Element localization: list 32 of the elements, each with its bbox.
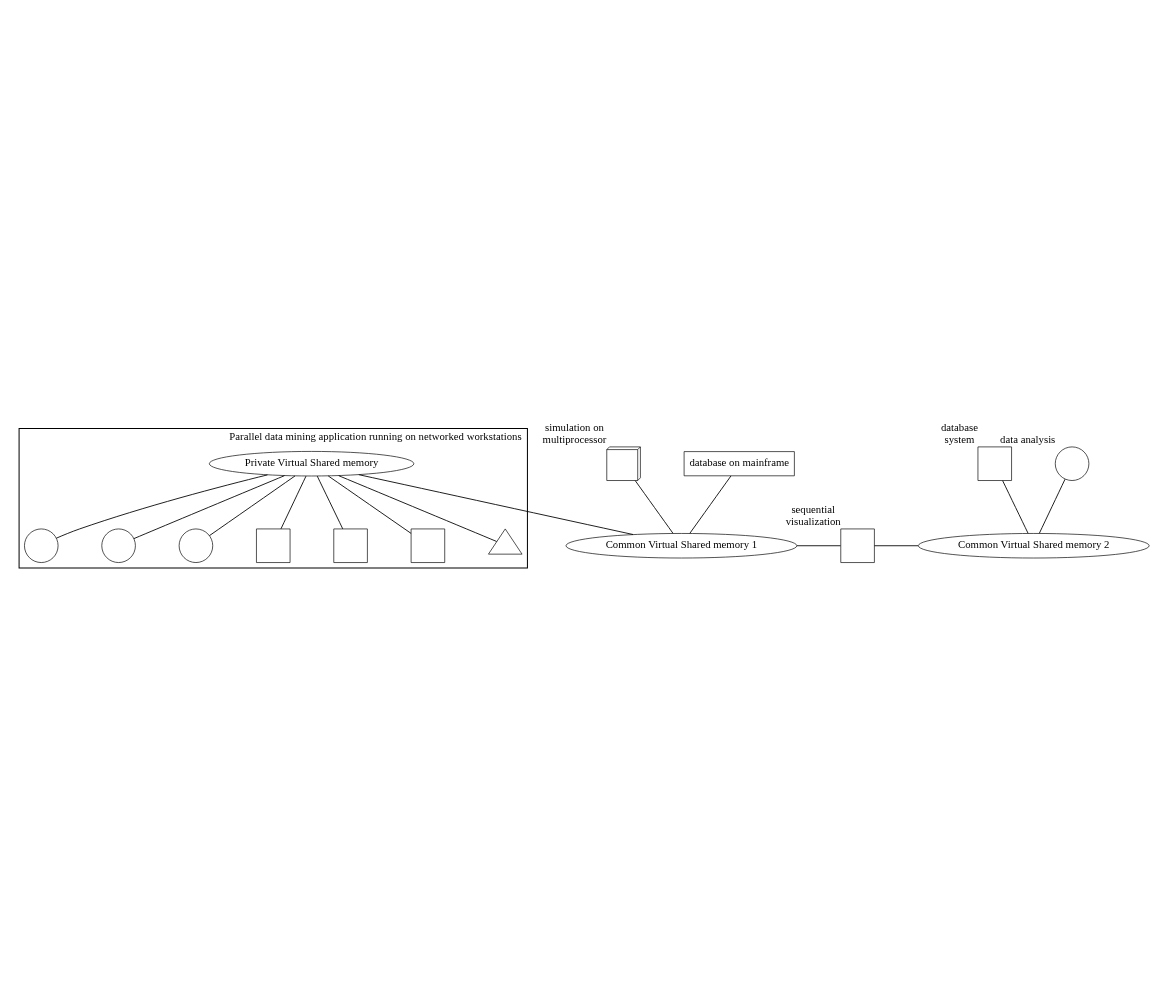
node-circle [178, 528, 214, 563]
node-label: data analysis [1000, 432, 1056, 445]
node-label: sequential visualization [785, 502, 841, 527]
connector [208, 475, 296, 536]
connector [338, 474, 498, 542]
connector [358, 473, 634, 535]
connector [874, 544, 919, 546]
connector [55, 473, 268, 539]
node-triangle [488, 528, 523, 554]
node-circle [1054, 446, 1090, 481]
node-ellipse: Private Virtual Shared memory [209, 450, 415, 476]
node-label: database system [940, 420, 978, 445]
connector [796, 544, 841, 546]
connector [1002, 479, 1029, 534]
connector [634, 479, 674, 534]
connector [280, 475, 307, 529]
node-box [410, 528, 446, 563]
node-box: database on mainframe [683, 450, 795, 476]
connector [133, 474, 285, 539]
node-box [840, 528, 875, 563]
node-box [256, 528, 291, 563]
node-box [977, 446, 1012, 481]
connector [689, 475, 732, 534]
connector [327, 475, 412, 534]
connector [316, 475, 344, 529]
node-circle [101, 528, 136, 563]
node-label: simulation on multiprocessor [542, 420, 607, 445]
connector [1038, 478, 1066, 534]
node-box [333, 528, 368, 563]
node-ellipse: Common Virtual Shared memory 2 [918, 532, 1150, 558]
node-circle [24, 528, 59, 563]
node-ellipse: Common Virtual Shared memory 1 [565, 532, 798, 558]
